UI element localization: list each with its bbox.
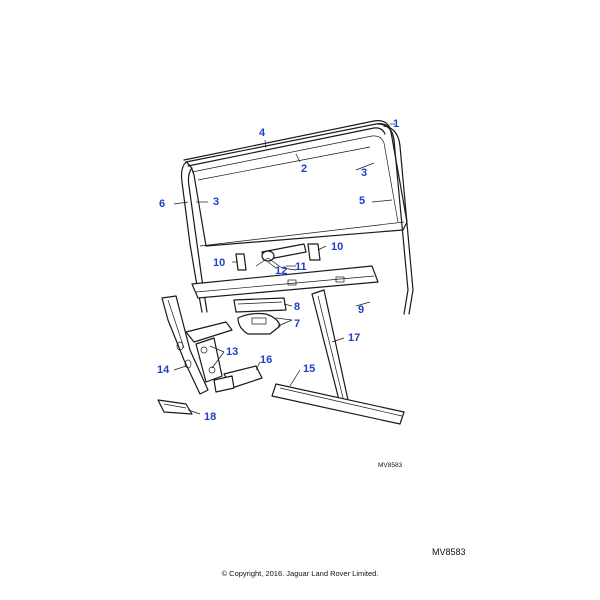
callout-10-left: 10 [213, 257, 225, 269]
leader-lines [173, 123, 395, 415]
callout-3-left: 3 [213, 196, 219, 208]
callout-4: 4 [259, 127, 266, 139]
trim-piece [157, 399, 193, 415]
reference-code-small: MV8583 [378, 462, 403, 469]
callout-6: 6 [159, 198, 165, 210]
lift-mechanism [235, 243, 321, 271]
callout-10-right: 10 [331, 241, 343, 253]
reference-code-large: MV8583 [432, 547, 466, 557]
callout-12: 12 [275, 265, 287, 277]
callout-11: 11 [295, 261, 307, 273]
callout-15: 15 [303, 363, 315, 375]
cover-piece [213, 365, 263, 393]
callouts: 1 2 3 3 4 5 6 7 8 9 10 10 11 12 13 14 15… [157, 118, 399, 423]
callout-18: 18 [204, 411, 216, 423]
rear-channel [377, 123, 414, 315]
callout-2: 2 [301, 163, 307, 175]
centre-bracket [233, 297, 287, 335]
front-channel [180, 161, 208, 313]
callout-8: 8 [294, 301, 300, 313]
callout-3-right: 3 [361, 167, 367, 179]
callout-5: 5 [359, 195, 365, 207]
hinge-arm [161, 295, 209, 395]
hinge-link [185, 321, 233, 383]
callout-9: 9 [358, 304, 364, 316]
callout-7: 7 [294, 318, 300, 330]
callout-17: 17 [348, 332, 360, 344]
top-channel [183, 120, 391, 167]
copyright-notice: © Copyright, 2016. Jaguar Land Rover Lim… [222, 569, 379, 578]
callout-16: 16 [260, 354, 272, 366]
callout-13: 13 [226, 346, 238, 358]
regulator-rail [191, 265, 379, 299]
base-channel [271, 383, 405, 425]
callout-14: 14 [157, 364, 170, 376]
callout-1: 1 [393, 118, 399, 130]
support-leg [311, 289, 349, 405]
window-glass-assembly [185, 123, 408, 247]
